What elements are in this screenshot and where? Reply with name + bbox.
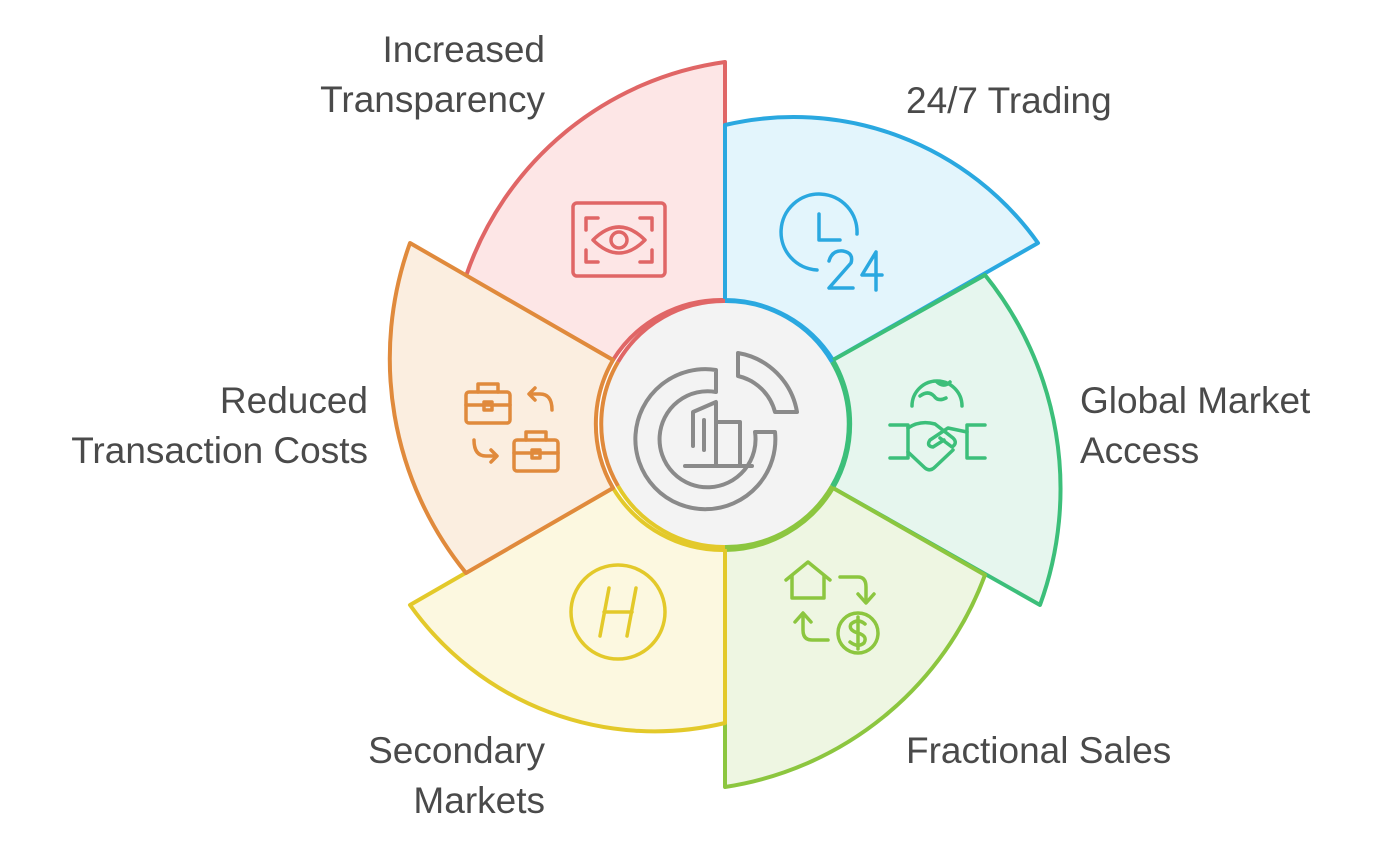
clock-24-icon	[779, 192, 884, 292]
label-line: Markets	[413, 780, 545, 821]
label-fractional: Fractional Sales	[906, 726, 1171, 776]
label-line: Fractional Sales	[906, 730, 1172, 771]
label-line: Reduced	[219, 380, 368, 421]
h-circle-icon	[569, 563, 667, 661]
label-line: Transparency	[320, 79, 545, 120]
label-line: Secondary	[368, 730, 545, 771]
label-trading: 24/7 Trading	[906, 76, 1112, 126]
label-line: 24/7 Trading	[906, 80, 1112, 121]
globe-handshake-icon	[888, 379, 987, 472]
house-dollar-exchange-icon	[784, 560, 880, 655]
chart-building-icon	[633, 351, 799, 512]
label-line: Global Market	[1080, 380, 1311, 421]
eye-scan-icon	[571, 201, 667, 278]
label-transparency: Increased Transparency	[320, 25, 545, 125]
label-global: Global Market Access	[1080, 376, 1310, 476]
segment-costs	[387, 241, 615, 575]
segment-secondary	[408, 486, 727, 734]
label-costs: Reduced Transaction Costs	[71, 376, 368, 476]
label-line: Transaction Costs	[71, 430, 368, 471]
label-secondary: Secondary Markets	[368, 726, 545, 826]
label-line: Access	[1080, 430, 1200, 471]
segment-transparency	[464, 60, 727, 362]
label-line: Increased	[382, 29, 546, 70]
briefcase-exchange-icon	[464, 382, 560, 473]
